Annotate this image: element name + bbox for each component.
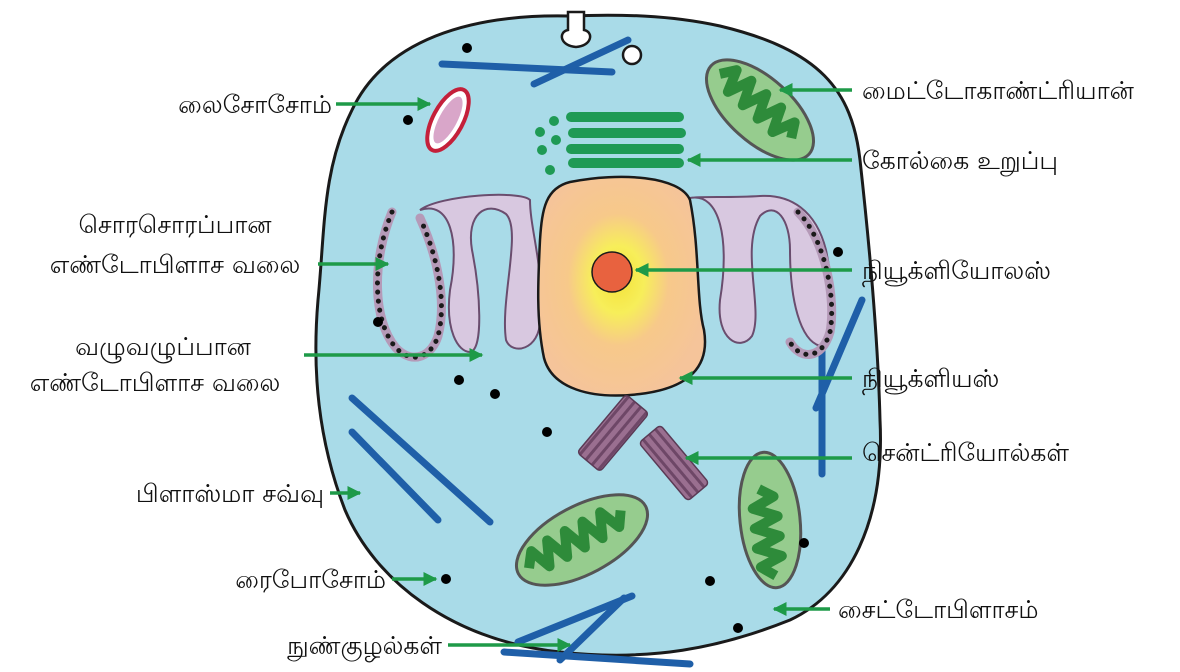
label-rough-er-line1: சொரசொரப்பான	[40, 208, 310, 242]
label-plasma-membrane: பிளாஸ்மா சவ்வு	[60, 477, 324, 511]
label-smooth-er-line2: எண்டோபிளாச வலை	[10, 366, 300, 400]
label-rough-er-line2: எண்டோபிளாச வலை	[40, 248, 310, 282]
label-mitochondrion: மைட்டோகாண்ட்ரியான்	[862, 74, 1134, 108]
label-smooth-er-line1: வழுவழுப்பான	[28, 330, 298, 364]
label-cytoplasm: சைட்டோபிளாசம்	[838, 593, 1039, 627]
label-golgi: கோல்கை உறுப்பு	[862, 144, 1058, 178]
label-nucleus: நியூக்ளியஸ்	[862, 362, 999, 396]
label-ribosome: ரைபோசோம்	[120, 563, 386, 597]
label-lysosome: லைசோசோம்	[100, 88, 332, 122]
label-microtubules: நுண்குழல்கள்	[160, 629, 442, 663]
label-centrioles: சென்ட்ரியோல்கள்	[862, 436, 1069, 470]
label-nucleolus: நியூக்ளியோலஸ்	[862, 254, 1051, 288]
nucleolus	[592, 252, 632, 292]
vesicle	[623, 46, 641, 64]
